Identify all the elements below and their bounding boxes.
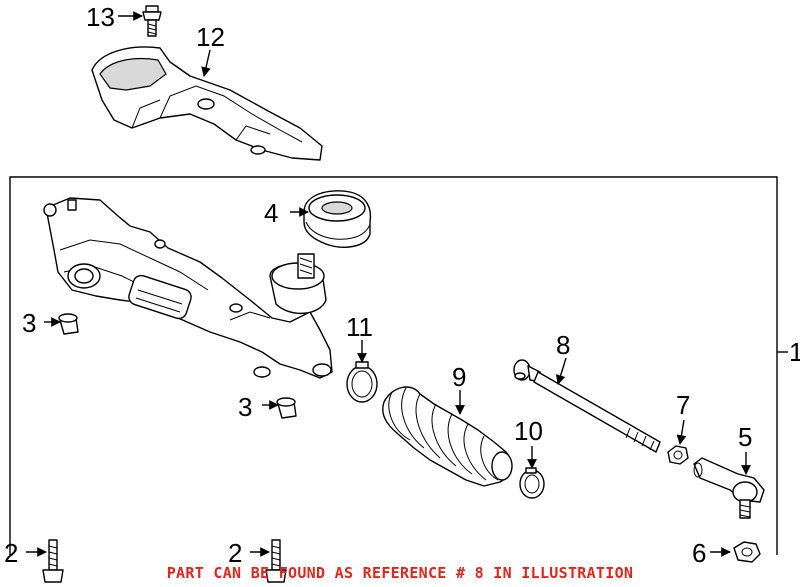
assembly-frame — [9, 176, 778, 555]
part-3-bushing-lower[interactable] — [276, 397, 297, 419]
leader-8 — [555, 357, 567, 385]
part-2-bolt-left[interactable] — [42, 539, 64, 583]
part-5-tie-rod-end[interactable] — [693, 457, 765, 519]
leader-12 — [201, 49, 211, 77]
callout-6: 6 — [692, 538, 706, 568]
callout-8: 8 — [556, 330, 570, 360]
part-12-heat-shield[interactable] — [91, 46, 323, 161]
callout-7: 7 — [676, 390, 690, 420]
callout-3-lower: 3 — [238, 392, 252, 422]
steering-rack-housing[interactable] — [43, 197, 333, 379]
part-11-clamp[interactable] — [346, 361, 378, 403]
callout-13: 13 — [86, 2, 115, 32]
part-6-nut[interactable] — [733, 541, 761, 563]
callout-11: 11 — [346, 312, 373, 342]
callout-10: 10 — [514, 416, 543, 446]
part-7-nut[interactable] — [667, 445, 689, 465]
part-8-inner-tie-rod[interactable] — [513, 359, 661, 453]
part-13-bolt[interactable] — [142, 5, 162, 37]
callout-5: 5 — [738, 422, 752, 452]
callout-12: 12 — [196, 22, 225, 52]
part-10-clamp[interactable] — [519, 467, 545, 499]
reference-note: PART CAN BE FOUND AS REFERENCE # 8 IN IL… — [167, 564, 634, 582]
part-4-seal[interactable] — [303, 190, 372, 248]
callout-3-upper: 3 — [22, 308, 36, 338]
part-9-boot[interactable] — [382, 386, 513, 487]
callout-4: 4 — [264, 198, 278, 228]
callout-2-left: 2 — [4, 538, 18, 568]
part-2-bolt-middle[interactable] — [265, 539, 287, 583]
callout-9: 9 — [452, 362, 466, 392]
callout-1: 1 — [789, 337, 800, 367]
callout-2-middle: 2 — [228, 538, 242, 568]
part-3-bushing-upper[interactable] — [58, 313, 79, 335]
leader-7 — [676, 419, 687, 445]
